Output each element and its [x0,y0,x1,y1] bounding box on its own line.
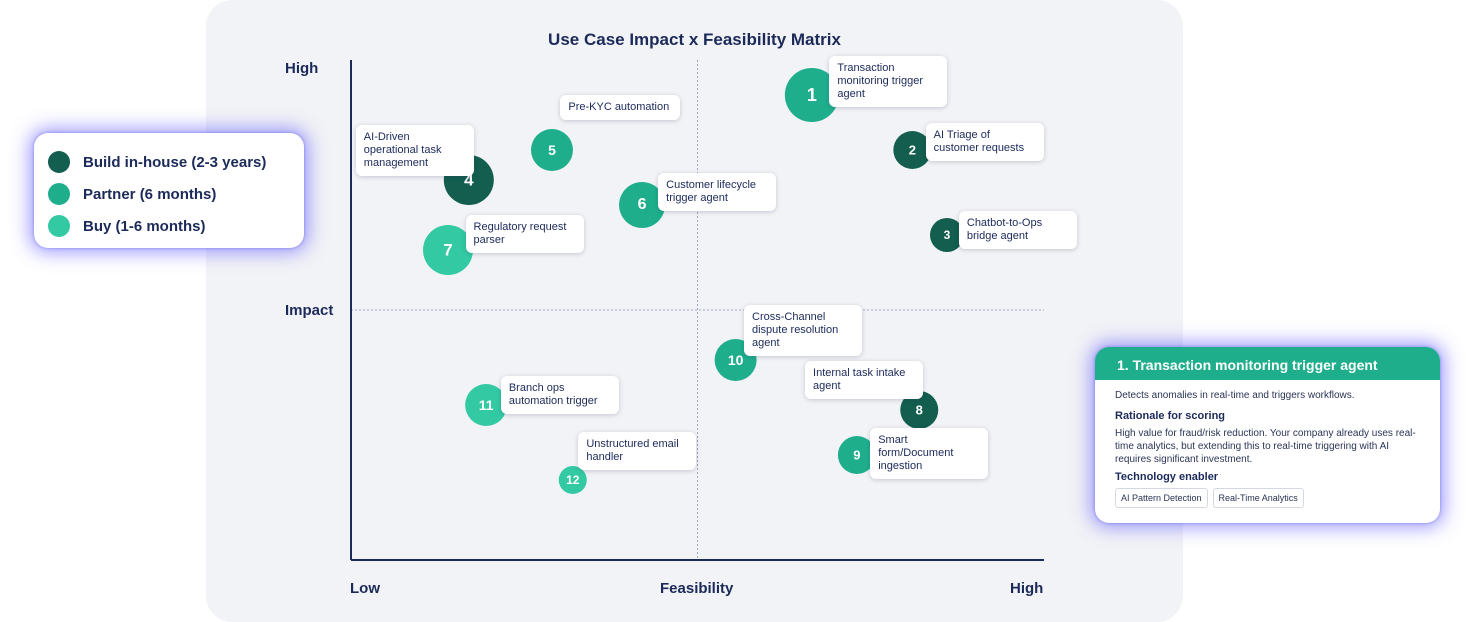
legend-label-buy: Buy (1-6 months) [83,217,206,235]
tech-tags: AI Pattern Detection Real-Time Analytics [1115,488,1420,508]
bubble-3[interactable] [929,218,964,252]
y-tick-high: High [285,60,319,77]
bubble-11[interactable] [465,384,508,426]
tech-tag[interactable]: Real-Time Analytics [1212,488,1304,508]
x-axis-label: Feasibility [660,580,734,597]
bubble-number-5: 5 [548,142,556,158]
callout-7: Regulatory request parser [465,215,584,253]
callout-2: AI Triage of customer requests [925,123,1044,162]
y-axis-label: Impact [285,302,334,319]
detail-body: Detects anomalies in real-time and trigg… [1095,380,1440,508]
bubble-number-1: 1 [806,85,817,105]
legend-dot-buy [48,215,70,237]
bubble-2[interactable] [893,131,932,169]
legend-label-partner: Partner (6 months) [83,185,217,203]
bubble-1[interactable] [784,68,839,122]
legend: Build in-house (2-3 years) Partner (6 mo… [34,133,304,248]
bubble-9[interactable] [837,436,876,474]
rationale-heading: Rationale for scoring [1115,410,1226,422]
tech-tag[interactable]: AI Pattern Detection [1115,488,1208,508]
bubble-number-4: 4 [464,170,474,190]
bubble-8[interactable] [900,391,939,429]
bubble-7[interactable] [423,225,474,275]
chart-panel [206,0,1183,622]
detail-description: Detects anomalies in real-time and trigg… [1115,390,1355,401]
bubble-12[interactable] [558,466,587,494]
callout-12: Unstructured email handler [578,432,697,470]
bubble-number-12: 12 [566,473,580,487]
detail-title: 1. Transaction monitoring trigger agent [1095,347,1440,380]
callout-4: AI-Driven operational task management [355,125,474,176]
bubble-6[interactable] [619,182,666,228]
callout-5: Pre-KYC automation [560,95,681,120]
bubble-number-9: 9 [853,447,861,463]
bubble-5[interactable] [530,129,573,171]
legend-label-build: Build in-house (2-3 years) [83,153,267,171]
rationale-text: High value for fraud/risk reduction. You… [1115,428,1416,465]
bubble-number-6: 6 [637,196,647,213]
callout-10: Cross-Channel dispute resolution agent [744,305,862,356]
callout-1: Transaction monitoring trigger agent [829,55,948,107]
callout-8: Internal task intake agent [805,361,924,399]
callout-9: Smart form/Document ingestion [870,428,989,480]
legend-dot-partner [48,183,70,205]
tech-heading: Technology enabler [1115,471,1219,483]
callout-11: Branch ops automation trigger [500,375,619,414]
detail-card: 1. Transaction monitoring trigger agent … [1095,347,1440,523]
x-tick-low: Low [350,580,380,597]
callout-3: Chatbot-to-Ops bridge agent [958,211,1077,250]
bubble-number-11: 11 [478,397,494,413]
bubble-number-7: 7 [443,240,453,260]
legend-item-partner: Partner (6 months) [48,178,304,210]
legend-item-build: Build in-house (2-3 years) [48,146,304,178]
legend-item-buy: Buy (1-6 months) [48,210,304,242]
callout-6: Customer lifecycle trigger agent [658,172,777,211]
x-tick-high: High [1010,580,1044,597]
bubble-number-10: 10 [727,352,744,368]
bubble-number-8: 8 [915,402,923,418]
bubble-number-2: 2 [908,142,916,158]
legend-dot-build [48,151,70,173]
bubble-number-3: 3 [943,228,951,242]
chart-title: Use Case Impact x Feasibility Matrix [548,30,841,49]
